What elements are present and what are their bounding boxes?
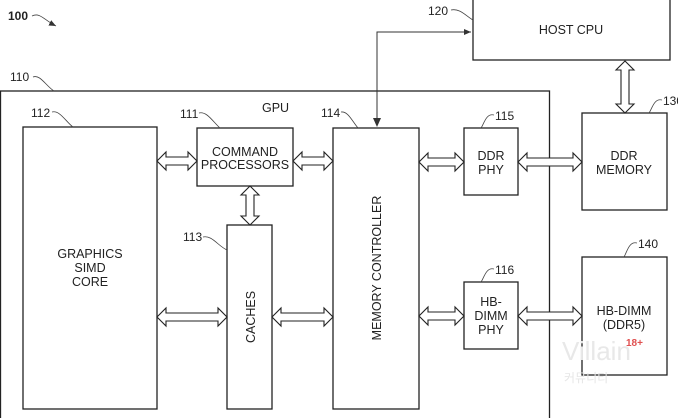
hbdimm-phy-leader xyxy=(480,268,495,283)
hbdimm-phy-line2: DIMM xyxy=(474,309,507,323)
gpu-leader xyxy=(32,76,55,92)
host-cpu-label: HOST CPU xyxy=(539,23,603,37)
hbdimm-phy-line1: HB- xyxy=(480,295,502,309)
mc-host-link-arrowhead xyxy=(373,118,381,127)
graphics-core-line1: GRAPHICS xyxy=(57,247,122,261)
age-badge: 18+ xyxy=(626,338,643,349)
graphics-core-leader xyxy=(51,111,74,128)
arrow-command-mc xyxy=(292,150,334,172)
figure-ref: 100 xyxy=(8,9,28,23)
host-cpu-leader xyxy=(450,9,474,21)
memory-controller-label: MEMORY CONTROLLER xyxy=(370,196,384,341)
gpu-ref: 110 xyxy=(10,70,29,84)
memory-controller-box xyxy=(332,127,420,410)
graphics-core-ref: 112 xyxy=(31,106,50,120)
ddr-memory-box xyxy=(581,112,668,211)
command-processors-box xyxy=(196,127,294,187)
arrow-ddrphy-ddrmemory xyxy=(517,151,583,173)
command-processors-line1: COMMAND xyxy=(212,145,278,159)
hbdimm-line1: HB-DIMM xyxy=(597,304,652,318)
ddr-phy-box xyxy=(463,127,519,196)
hbdimm-ref: 140 xyxy=(638,237,658,251)
command-processors-leader xyxy=(198,112,221,129)
ddr-memory-ref: 130 xyxy=(663,94,678,108)
host-cpu-box xyxy=(472,0,671,61)
ddr-memory-line1: DDR xyxy=(610,149,637,163)
ddr-memory-leader xyxy=(648,99,663,114)
ddr-phy-line1: DDR xyxy=(477,149,504,163)
memory-controller-leader xyxy=(340,111,359,129)
ddr-memory-line2: MEMORY xyxy=(596,163,653,177)
ddr-phy-line2: PHY xyxy=(478,163,504,177)
graphics-simd-core-box xyxy=(22,126,158,410)
arrow-core-command xyxy=(156,150,198,172)
gpu-label: GPU xyxy=(262,101,289,115)
caches-label: CACHES xyxy=(244,291,258,343)
ddr-phy-leader xyxy=(480,114,495,129)
command-processors-ref: 111 xyxy=(180,107,199,121)
memory-controller-ref: 114 xyxy=(321,106,340,120)
arrow-mc-hbdimmphy xyxy=(418,305,465,327)
watermark-text: Villain xyxy=(562,336,631,366)
watermark-subtext: 커뮤니티 xyxy=(564,371,608,385)
caches-ref: 113 xyxy=(183,230,202,244)
arrow-mc-ddrphy xyxy=(418,151,465,173)
arrow-host-ddrmemory xyxy=(614,60,636,114)
mc-host-link xyxy=(376,29,471,126)
hbdimm-leader xyxy=(623,242,638,258)
graphics-core-line2: SIMD xyxy=(74,261,105,275)
figure-ref-arrow xyxy=(31,14,57,27)
hbdimm-line2: (DDR5) xyxy=(603,318,645,332)
arrow-caches-mc xyxy=(271,306,334,328)
arrow-command-caches xyxy=(239,185,261,226)
host-cpu-ref: 120 xyxy=(428,4,448,18)
command-processors-line2: PROCESSORS xyxy=(201,158,289,172)
arrow-hbdimmphy-hbdimm xyxy=(517,305,583,327)
hbdimm-phy-ref: 116 xyxy=(495,263,514,277)
hbdimm-phy-line3: PHY xyxy=(478,323,504,337)
caches-leader xyxy=(202,236,228,251)
ddr-phy-ref: 115 xyxy=(495,109,514,123)
graphics-core-line3: CORE xyxy=(72,275,108,289)
arrow-core-caches xyxy=(156,306,228,328)
block-arrows xyxy=(156,60,636,328)
hbdimm-box xyxy=(581,256,668,376)
